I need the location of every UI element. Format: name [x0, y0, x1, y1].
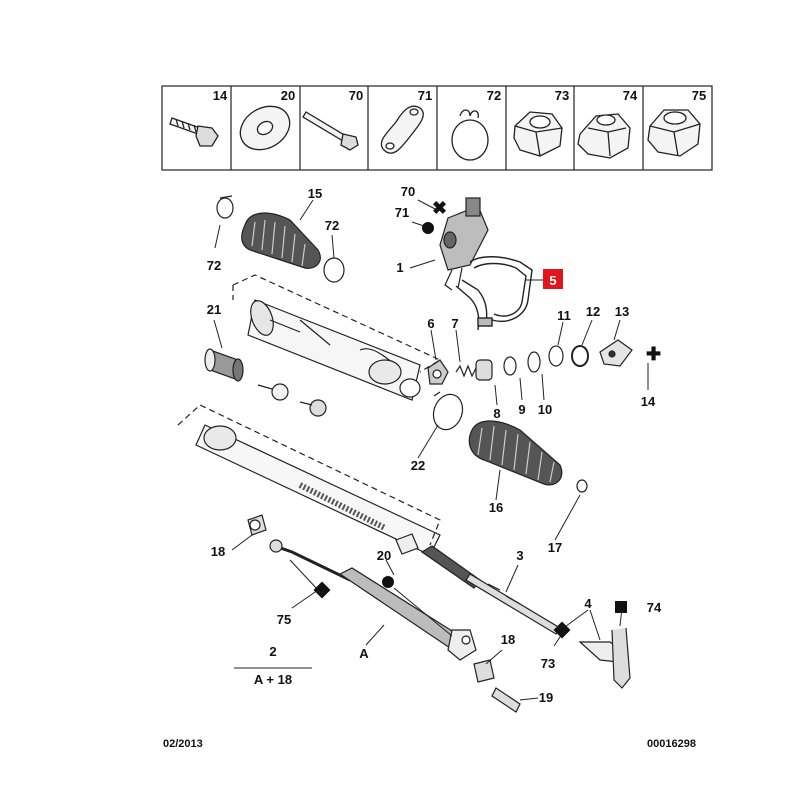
- callout-number: 10: [538, 402, 552, 417]
- lock-plate-icon: [380, 105, 424, 154]
- callout-number: 8: [493, 406, 500, 421]
- callout-number: 72: [207, 258, 221, 273]
- steering-rack-housing: [232, 274, 442, 401]
- header-part-number: 70: [349, 88, 363, 103]
- steering-rack-bar: [177, 404, 441, 556]
- mounting-bush: [473, 659, 495, 683]
- gaiter-clamp: [432, 391, 464, 431]
- header-part-number: 20: [281, 88, 295, 103]
- washer-icon: [239, 105, 291, 151]
- callout-number: 13: [615, 304, 629, 319]
- tie-rod-end: [578, 627, 631, 689]
- callout-number: 7: [451, 316, 458, 331]
- pinion-nut: [427, 359, 449, 385]
- highlight-callout-box: [543, 269, 563, 289]
- header-part-number: 73: [555, 88, 569, 103]
- adjuster-lock-plate: [599, 339, 633, 367]
- dot-marker-icon: [422, 222, 434, 234]
- flange-nut-icon: [577, 113, 631, 159]
- header-part-number: 75: [692, 88, 706, 103]
- square-marker-icon: [615, 601, 627, 613]
- callout-number: 21: [207, 302, 221, 317]
- callout-number: A + 18: [254, 672, 292, 687]
- header-part-number: 71: [418, 88, 432, 103]
- callout-number: 70: [401, 184, 415, 199]
- callout-number: 18: [211, 544, 225, 559]
- callout-number: 74: [647, 600, 662, 615]
- bolt-icon: [169, 117, 219, 147]
- inner-joint: [257, 383, 327, 417]
- washer-detail: [395, 533, 419, 555]
- long-bolt-icon: [302, 111, 359, 151]
- seal-ring: [548, 345, 564, 367]
- callout-number: 71: [395, 205, 409, 220]
- callout-number: 20: [377, 548, 391, 563]
- callout-number: 22: [411, 458, 425, 473]
- pinion-valve-body: [439, 197, 489, 291]
- rack-bush: [204, 348, 244, 382]
- mounting-bush: [247, 514, 267, 536]
- cross-marker-icon: ✚: [646, 344, 661, 364]
- steering-damper: [269, 539, 477, 661]
- tie-rod-inner: [420, 545, 561, 635]
- seal-ring: [527, 351, 541, 373]
- callout-number: 15: [308, 186, 322, 201]
- callout-number: 6: [427, 316, 434, 331]
- left-gaiter-boot: [216, 195, 345, 283]
- header-parts-table: [161, 85, 713, 171]
- seal-ring: [571, 345, 589, 367]
- header-part-number: 74: [623, 88, 638, 103]
- cross-marker-icon: ✖: [432, 198, 447, 218]
- callout-number: 1: [396, 260, 403, 275]
- yoke-plug: [475, 359, 493, 381]
- callout-number: 9: [518, 402, 525, 417]
- callout-number: 11: [557, 308, 571, 323]
- callout-number: 73: [541, 656, 555, 671]
- callout-number: 12: [586, 304, 600, 319]
- hex-nut-icon: [513, 111, 563, 157]
- diagram-reference: 00016298: [647, 738, 696, 750]
- yoke-spring: [455, 364, 477, 378]
- seal-ring: [503, 356, 517, 376]
- square-marker-icon: [313, 581, 331, 599]
- highlighted-callout-number: 5: [549, 273, 556, 288]
- callout-number: 19: [539, 690, 553, 705]
- callout-number: 75: [277, 612, 291, 627]
- clip-ring-icon: [451, 109, 489, 161]
- dot-marker-icon: [382, 576, 394, 588]
- square-marker-icon: [553, 621, 571, 639]
- lock-nut-icon: [647, 109, 701, 157]
- callout-number: 4: [584, 596, 592, 611]
- callout-number: 2: [269, 644, 276, 659]
- callout-number: 3: [516, 548, 523, 563]
- hydraulic-pipe-set: [455, 256, 533, 331]
- markers: ✖ ✚: [313, 198, 661, 639]
- callout-number: 18: [501, 632, 515, 647]
- diagram-date: 02/2013: [163, 738, 203, 750]
- callout-number: 14: [641, 394, 656, 409]
- header-part-number: 14: [213, 88, 228, 103]
- callout-number: A: [359, 646, 369, 661]
- callout-number: 16: [489, 500, 503, 515]
- callout-number: 72: [325, 218, 339, 233]
- damper-bolt: [491, 687, 521, 713]
- right-gaiter-boot: [468, 420, 588, 493]
- header-part-number: 72: [487, 88, 501, 103]
- callout-number: 17: [548, 540, 562, 555]
